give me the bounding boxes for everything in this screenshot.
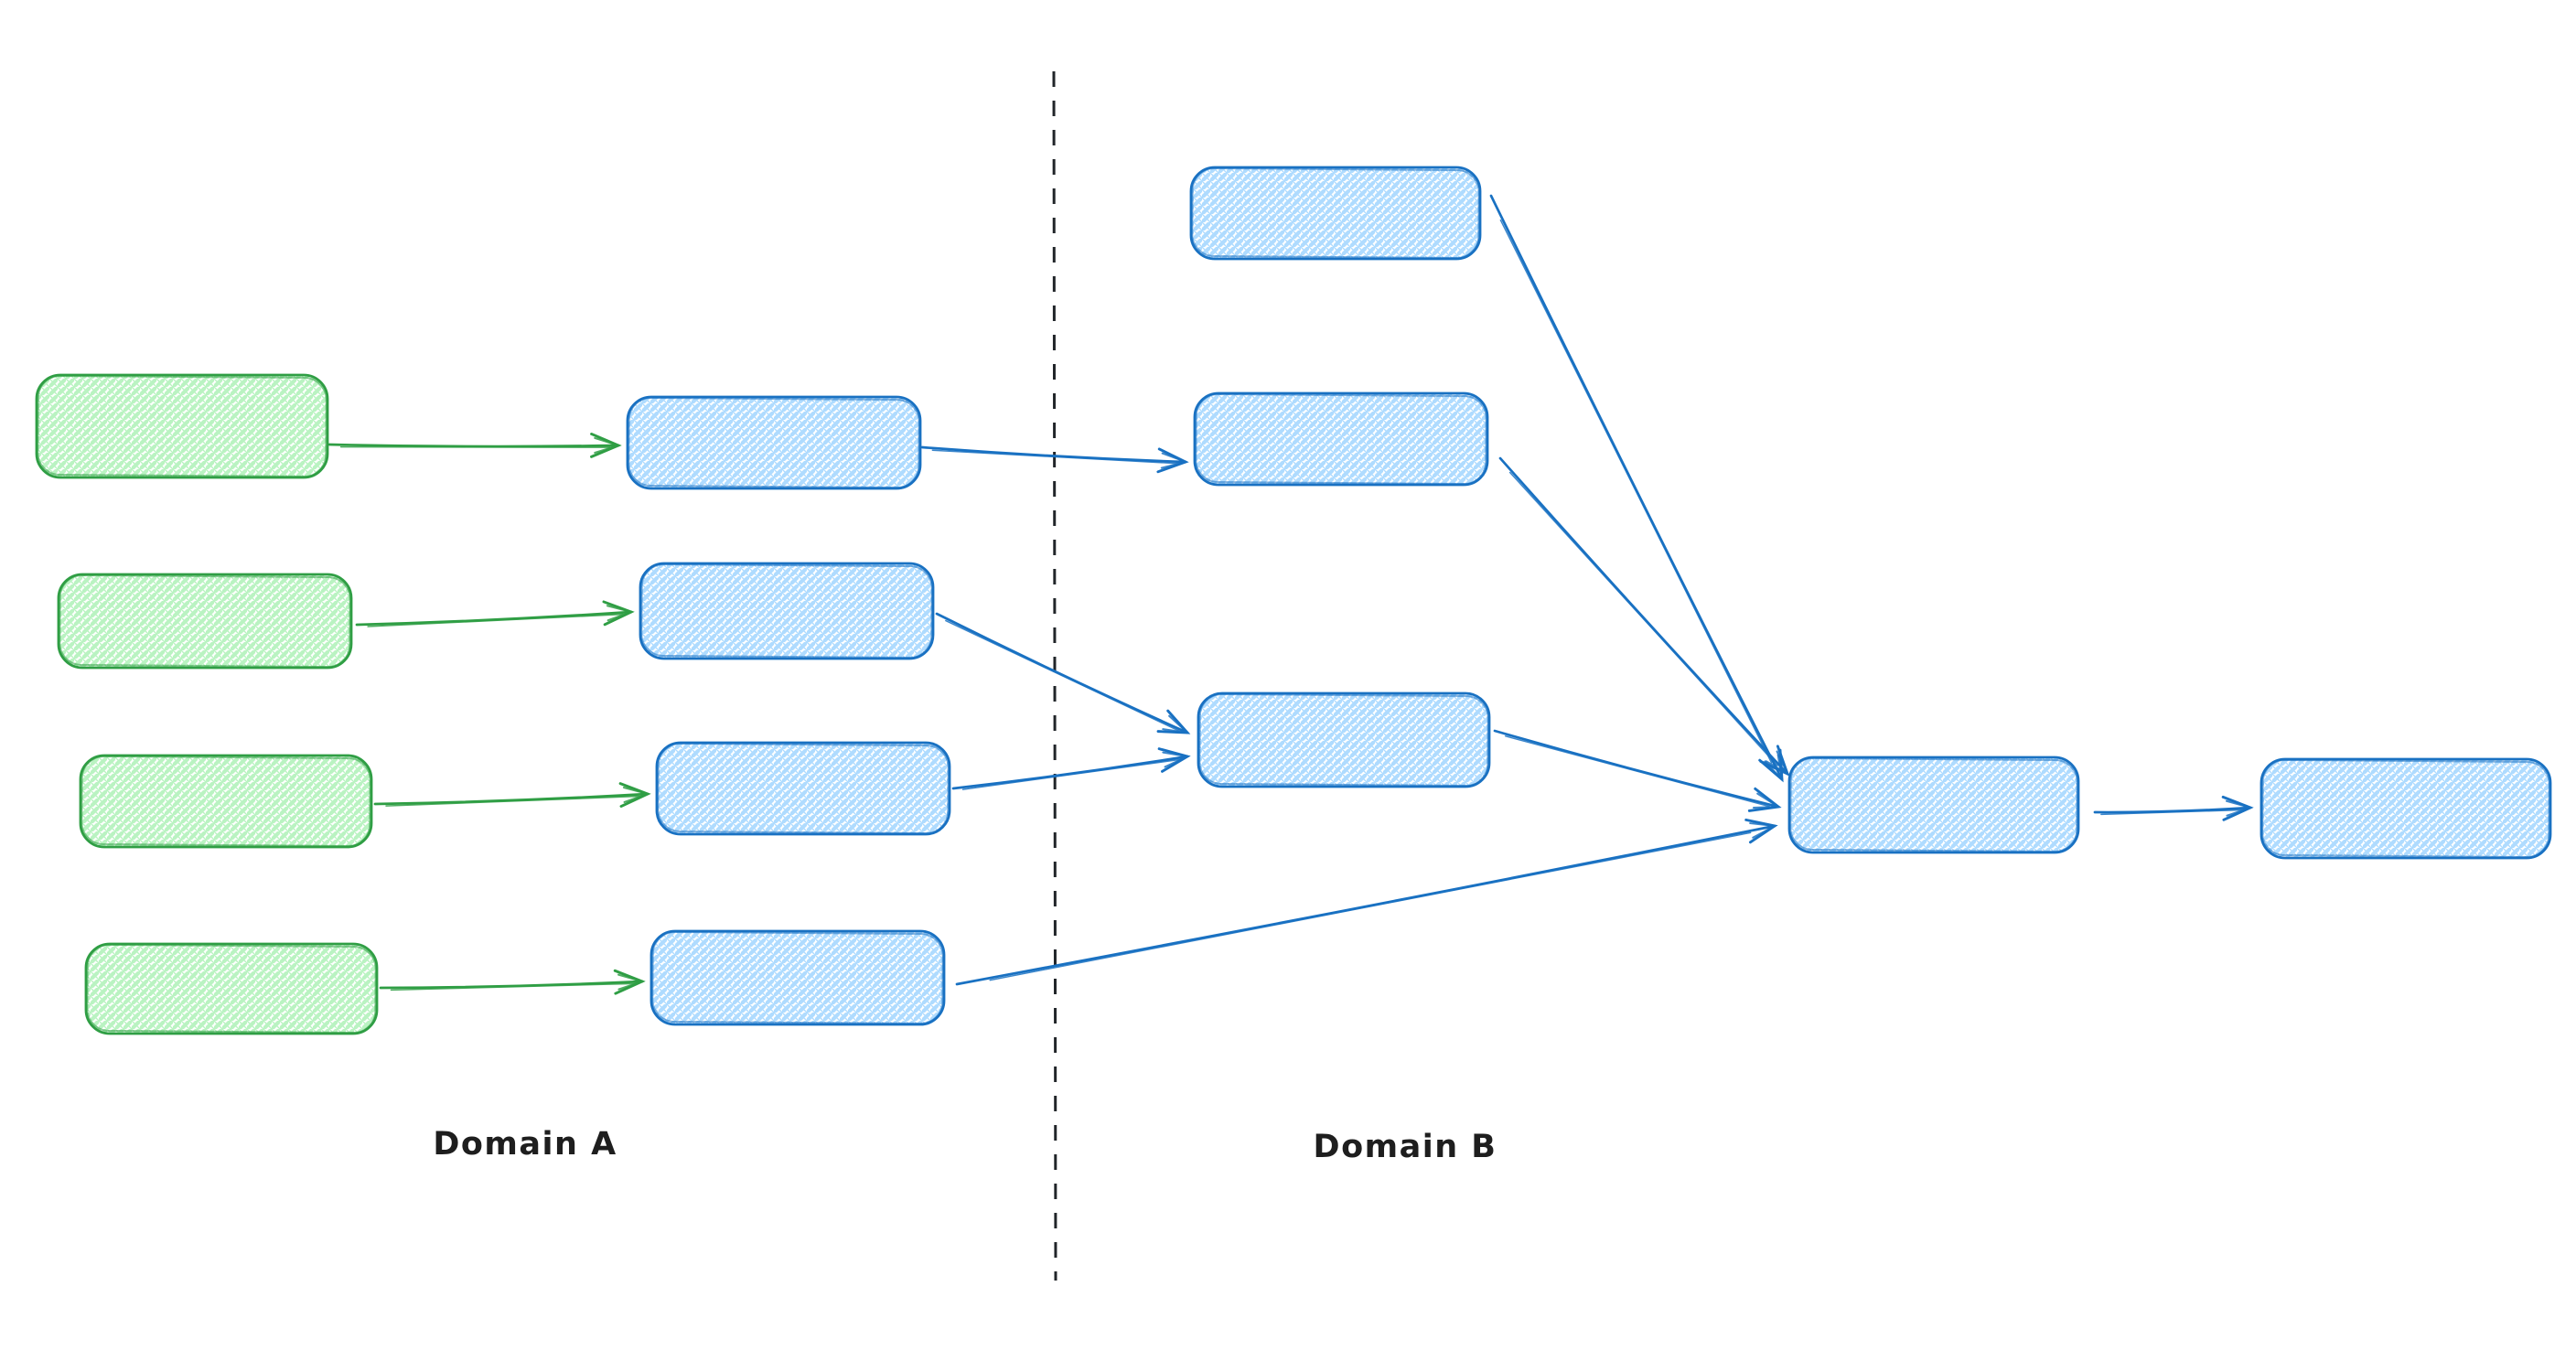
node-g1 [35,373,329,479]
node-b3 [1197,691,1491,788]
node-a4 [649,929,946,1026]
node-a3 [655,741,951,836]
edge-g3-a3 [373,782,651,808]
node-a1 [626,395,922,490]
label-domain-a: Domain A [433,1126,617,1163]
edge-g2-a2 [355,600,635,627]
node-out [2259,757,2552,860]
edge-a4-hub [955,818,1778,986]
edge-g4-a4 [379,969,646,995]
edge-hub-out [2093,795,2254,821]
node-b1 [1189,166,1482,261]
edge-a1-b2 [920,445,1189,474]
edge-b1-hub [1489,194,1784,783]
edge-a3-b3 [951,747,1191,790]
node-g2 [57,573,353,670]
domain-divider-dashed-line [1052,70,1057,1281]
node-b2 [1193,391,1489,487]
node-a2 [639,562,935,660]
node-g4 [84,942,379,1035]
edge-a2-b3 [935,612,1191,734]
label-domain-b: Domain B [1314,1129,1497,1165]
edge-g1-a1 [327,432,622,458]
node-hub [1787,756,2080,854]
edge-b3-hub [1493,729,1782,812]
node-g3 [79,754,373,849]
edge-b2-hub [1498,456,1790,777]
